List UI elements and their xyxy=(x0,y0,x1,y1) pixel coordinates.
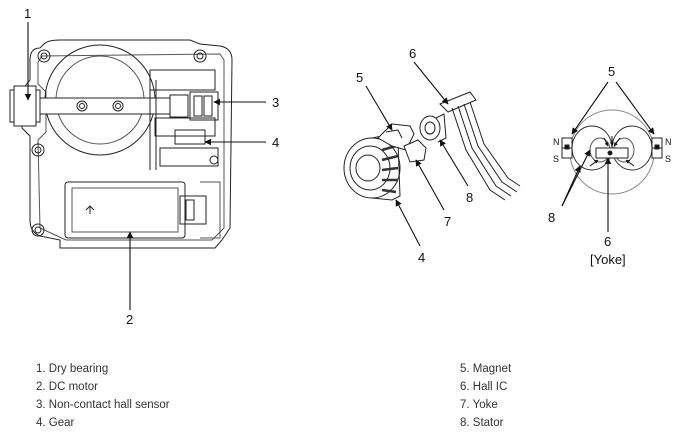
callout-5-right: 5 xyxy=(608,64,615,79)
legend-item-yoke: 7. Yoke xyxy=(460,399,498,411)
legend-item-dry-bearing: 1. Dry bearing xyxy=(36,363,109,375)
diagram-figure: 1 2 3 4 5 6 7 8 4 xyxy=(9,6,672,327)
right-leaders xyxy=(561,81,655,232)
pole-south-right: S xyxy=(665,154,671,164)
pole-north-left: N xyxy=(553,137,560,147)
legend-item-hall-sensor: 3. Non-contact hall sensor xyxy=(36,399,170,411)
callout-4-middle: 4 xyxy=(418,250,425,265)
pole-north-right: N xyxy=(665,137,672,147)
callout-3: 3 xyxy=(272,95,279,110)
callout-5-middle: 5 xyxy=(356,70,363,85)
legend-right: 5. Magnet 6. Hall IC 7. Yoke 8. Stator xyxy=(460,360,511,432)
callout-7-middle: 7 xyxy=(444,214,451,229)
pole-south-left: S xyxy=(553,154,559,164)
exploded-sensor-drawing xyxy=(343,91,521,201)
yoke-circuit-drawing xyxy=(561,109,663,195)
legend-left: 1. Dry bearing 2. DC motor 3. Non-contac… xyxy=(36,360,170,432)
callout-1: 1 xyxy=(24,6,31,21)
legend-item-magnet: 5. Magnet xyxy=(460,363,512,375)
callout-4: 4 xyxy=(272,135,279,150)
callout-8-right: 8 xyxy=(548,210,555,225)
callout-6-right: 6 xyxy=(604,234,611,249)
actuator-housing-drawing xyxy=(9,39,233,249)
middle-leaders xyxy=(365,61,469,247)
yoke-caption: [Yoke] xyxy=(590,252,626,267)
callout-2: 2 xyxy=(126,312,133,327)
callout-6-middle: 6 xyxy=(409,46,416,61)
legend-item-dc-motor: 2. DC motor xyxy=(36,381,98,393)
callout-8-middle: 8 xyxy=(466,190,473,205)
legend-item-stator: 8. Stator xyxy=(460,417,504,429)
left-leaders xyxy=(24,22,266,310)
legend-item-hall-ic: 6. Hall IC xyxy=(460,381,508,393)
legend-item-gear: 4. Gear xyxy=(36,417,75,429)
